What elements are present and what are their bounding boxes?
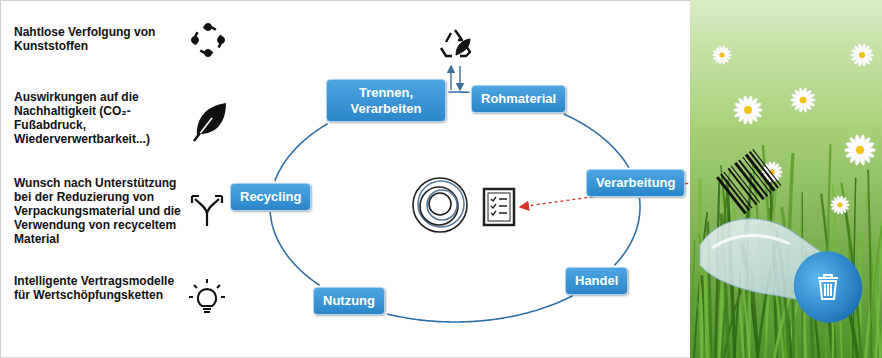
cycle-arc <box>449 91 470 93</box>
process-box: Handel <box>565 267 628 295</box>
barcode <box>716 149 781 214</box>
feature-text: Wunsch nach Unterstützung bei der Reduzi… <box>14 176 182 246</box>
box-label: Trennen, Verarbeiten <box>336 85 436 116</box>
feature-text: Nahtlose Verfolgung von Kunststoffen <box>14 25 182 53</box>
fork-icon <box>192 196 222 226</box>
daisy <box>733 95 762 125</box>
trash-icon <box>818 275 838 299</box>
photo <box>690 0 882 358</box>
exchange-arrows <box>451 66 460 90</box>
process-box: Verarbeitung <box>586 169 685 197</box>
cycle-arc <box>614 198 640 265</box>
lightbulb-icon <box>189 279 225 312</box>
recycle-icon <box>441 30 470 56</box>
daisy <box>844 134 876 166</box>
process-box: Rohmaterial <box>471 85 566 113</box>
feature-text: Auswirkungen auf die Nachhaltigkeit (CO₂… <box>14 90 182 146</box>
process-box: Nutzung <box>313 287 385 315</box>
cycle-arc <box>275 124 328 182</box>
process-box: Trennen, Verarbeiten <box>326 79 446 122</box>
daisy <box>831 195 850 214</box>
box-label: Handel <box>575 273 618 289</box>
daisy <box>850 43 873 66</box>
cycle-arc <box>270 212 320 285</box>
tracking-icon <box>191 23 225 57</box>
process-box: Recycling <box>230 183 311 211</box>
plastic-rings <box>413 178 467 232</box>
feature-text: Intelligente Vertragsmodelle für Wertsch… <box>14 274 182 302</box>
checklist-icon <box>484 189 514 225</box>
leaf-icon <box>194 103 226 141</box>
cycle-arc <box>387 296 573 322</box>
daisy <box>713 45 732 64</box>
cycle-arc <box>564 114 629 168</box>
box-label: Rohmaterial <box>481 91 556 107</box>
box-label: Nutzung <box>323 293 375 309</box>
box-label: Recycling <box>240 189 301 205</box>
daisy <box>790 87 815 112</box>
box-label: Verarbeitung <box>596 175 675 191</box>
